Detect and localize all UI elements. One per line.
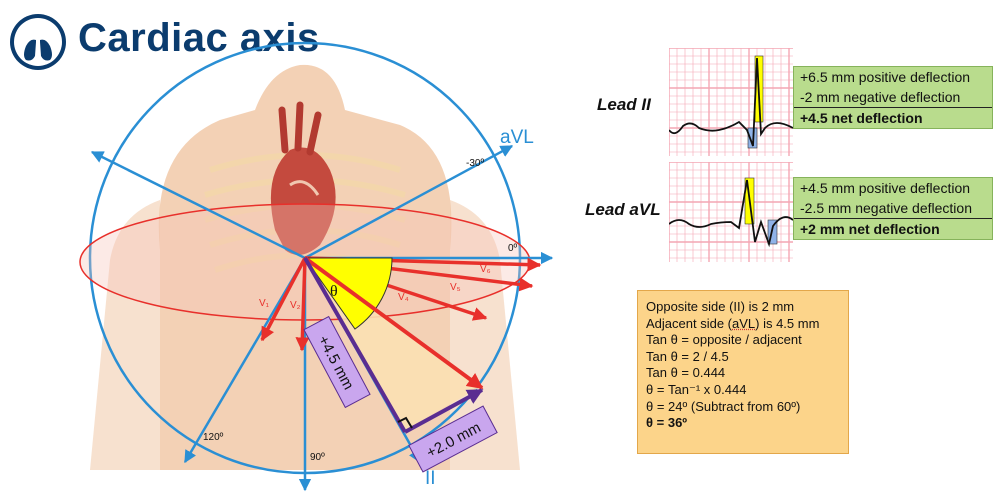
angle-label-90: 90º <box>310 452 325 463</box>
calc-line: Tan θ = 0.444 <box>646 365 726 381</box>
lead-ii-ecg-strip <box>669 48 793 156</box>
page-title: Cardiac axis <box>78 16 320 60</box>
angle-label-0: 0º <box>508 243 518 254</box>
note-line: +6.5 mm positive deflection <box>800 69 971 85</box>
calc-line: θ = 24º (Subtract from 60º) <box>646 398 801 414</box>
lead-avl-ecg-strip <box>669 162 793 262</box>
theta-label: θ <box>330 283 338 300</box>
calc-line: Tan θ = opposite / adjacent <box>646 332 802 348</box>
heart-illustration <box>270 101 336 255</box>
v6-label: V₆ <box>480 264 491 275</box>
angle-label-minus30: -30º <box>466 158 484 169</box>
calculation-box: Opposite side (II) is 2 mm Adjacent side… <box>637 290 849 454</box>
note-net-line: +4.5 net deflection <box>794 107 992 128</box>
calc-result-line: θ = 36º <box>646 415 688 431</box>
lead-avl-deflection-note: +4.5 mm positive deflection -2.5 mm nega… <box>793 177 993 240</box>
calc-line: θ = Tan⁻¹ x 0.444 <box>646 381 747 397</box>
v2-label: V₂ <box>290 300 301 311</box>
angle-label-120: 120º <box>203 432 224 443</box>
lead-ii-deflection-note: +6.5 mm positive deflection -2 mm negati… <box>793 66 993 129</box>
calc-line: Tan θ = 2 / 4.5 <box>646 348 729 364</box>
net-axis-arrow <box>303 256 484 390</box>
note-line: -2.5 mm negative deflection <box>800 200 972 216</box>
lead-ii-axis-label: II <box>425 468 436 489</box>
avl-component-vector <box>404 388 484 434</box>
avl-axis-label: aVL <box>500 127 534 148</box>
lead-ii-label: Lead II <box>597 95 651 114</box>
lead-avl-label: Lead aVL <box>585 200 661 219</box>
lead-ii-vector <box>303 257 407 433</box>
right-angle-marker <box>397 416 413 429</box>
v5-label: V₅ <box>450 282 461 293</box>
calc-line: Opposite side (II) is 2 mm <box>646 299 795 314</box>
v1-label: V₁ <box>259 298 270 309</box>
lungs-logo-icon <box>10 14 66 70</box>
note-net-line: +2 mm net deflection <box>794 218 992 239</box>
note-line: -2 mm negative deflection <box>800 89 961 105</box>
calc-line: Adjacent side (aVL) is 4.5 mm <box>646 315 820 331</box>
note-line: +4.5 mm positive deflection <box>800 180 971 196</box>
v4-label: V₄ <box>398 292 409 303</box>
